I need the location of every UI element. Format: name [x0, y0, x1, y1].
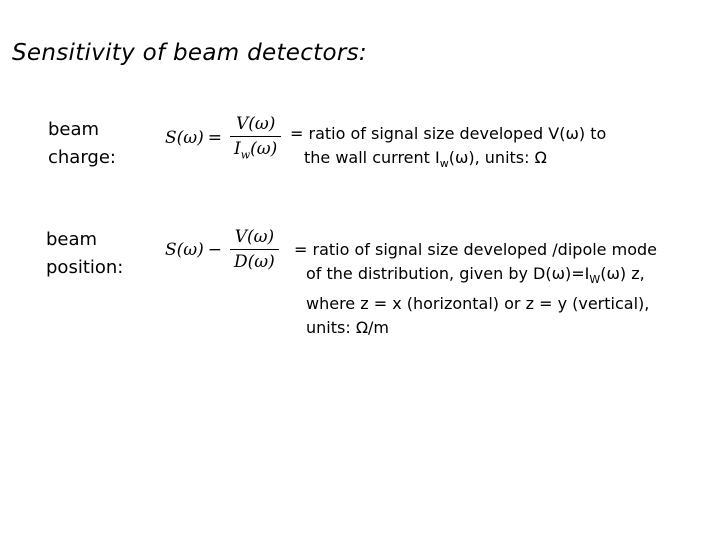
charge-sensitivity-formula: S(ω) = V(ω) Iw(ω) — [165, 114, 282, 162]
formula-lhs: S(ω) — [165, 127, 204, 148]
formula-numerator: V(ω) — [234, 227, 275, 247]
formula-fraction: V(ω) D(ω) — [230, 227, 279, 272]
formula-denominator: D(ω) — [230, 249, 279, 272]
position-desc-line2-pre: of the distribution, given by D(ω)=I — [306, 264, 590, 283]
beam-charge-label-line2: charge: — [48, 147, 116, 168]
charge-description: = ratio of signal size developed V(ω) to… — [290, 122, 606, 176]
position-desc-line1: = ratio of signal size developed /dipole… — [294, 240, 657, 259]
beam-position-label-line2: position: — [46, 257, 124, 278]
formula-den-tail: (ω) — [250, 139, 278, 159]
beam-position-label: beam position: — [46, 226, 123, 282]
charge-desc-line2: the wall current Iw(ω), units: Ω — [290, 146, 606, 176]
position-desc-line2: of the distribution, given by D(ω)=IW(ω)… — [294, 262, 657, 292]
charge-desc-line2-pre: the wall current I — [304, 148, 440, 167]
slide-title: Sensitivity of beam detectors: — [12, 40, 367, 66]
position-desc-line2-sub: W — [589, 273, 601, 287]
formula-den-main: I — [234, 139, 241, 159]
formula-operator: − — [207, 239, 223, 260]
charge-desc-line1: = ratio of signal size developed V(ω) to — [290, 124, 607, 143]
formula-numerator: V(ω) — [235, 114, 276, 134]
formula-denominator: Iw(ω) — [230, 136, 282, 162]
formula-den-sub: w — [240, 148, 251, 162]
position-desc-line4: units: Ω/m — [306, 318, 390, 338]
position-desc-line2-post: (ω) z, — [600, 264, 645, 283]
beam-charge-label: beam charge: — [48, 116, 116, 172]
position-description: = ratio of signal size developed /dipole… — [294, 238, 657, 340]
charge-desc-line2-sub: w — [439, 157, 449, 171]
formula-lhs: S(ω) — [165, 239, 204, 260]
beam-charge-label-line1: beam — [48, 119, 100, 140]
formula-fraction: V(ω) Iw(ω) — [230, 114, 282, 162]
position-sensitivity-formula: S(ω) − V(ω) D(ω) — [165, 227, 279, 272]
formula-operator: = — [207, 127, 223, 148]
charge-desc-line2-post: (ω), units: Ω — [448, 148, 547, 167]
beam-position-label-line1: beam — [46, 229, 98, 250]
position-desc-line3: where z = x (horizontal) or z = y (verti… — [306, 294, 650, 314]
